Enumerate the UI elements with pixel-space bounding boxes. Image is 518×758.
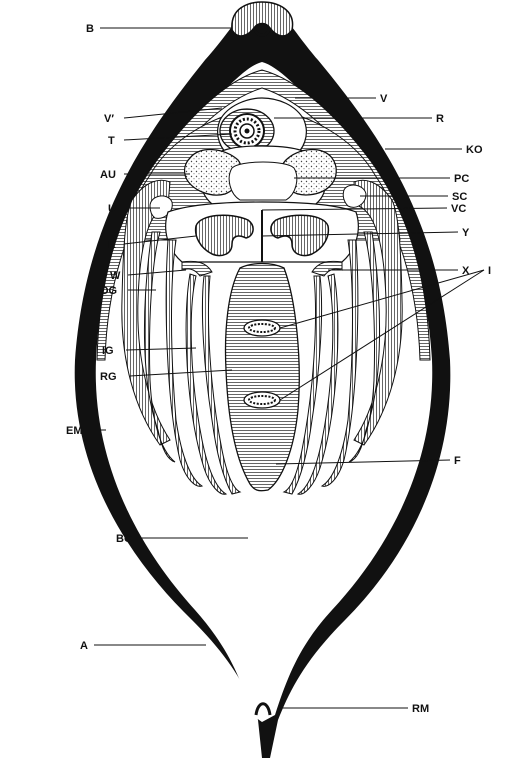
label-bc: BC (116, 533, 132, 545)
label-r: R (436, 113, 444, 125)
label-y: Y (462, 227, 470, 239)
label-og: OG (100, 285, 117, 297)
label-vc: VC (451, 203, 466, 215)
label-rm: RM (412, 703, 429, 715)
pericardium-pc (229, 162, 297, 200)
label-w: W (110, 270, 121, 282)
label-rg: RG (100, 371, 117, 383)
label-b: B (86, 23, 94, 35)
label-ko: KO (466, 144, 483, 156)
label-pc: PC (454, 173, 469, 185)
label-k: K (108, 239, 116, 251)
label-sc: SC (452, 191, 467, 203)
label-ig: IG (102, 345, 114, 357)
label-t: T (108, 135, 115, 147)
label-f: F (454, 455, 461, 467)
label-i: I (488, 265, 491, 277)
label-x: X (462, 265, 470, 277)
label-a: A (80, 640, 88, 652)
label-v-prime: V′ (104, 113, 114, 125)
label-em: EM (66, 425, 83, 437)
label-v: V (380, 93, 388, 105)
label-u: U (108, 203, 116, 215)
tube-t-core (245, 129, 250, 134)
label-au: AU (100, 169, 116, 181)
